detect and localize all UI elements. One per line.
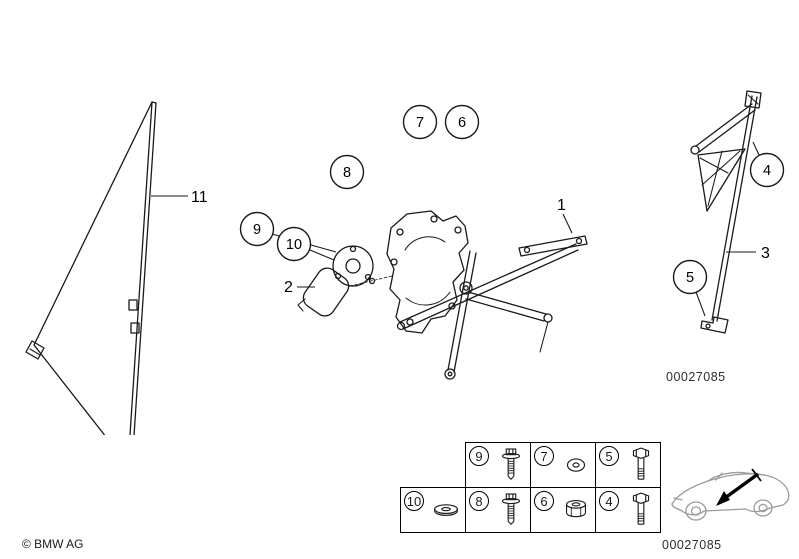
callout-7[interactable]: 7: [402, 104, 438, 140]
large-washer-icon: [429, 491, 463, 531]
legend-callout-10[interactable]: 10: [404, 491, 424, 511]
exploded-view-drawing: 00027085 11 2 1 3 7 6 8 9: [25, 90, 785, 435]
callout-5[interactable]: 5: [672, 259, 708, 295]
legend-cell-6: 6: [530, 487, 596, 533]
legend-cell-5: 5: [595, 442, 661, 488]
legend-callout-8[interactable]: 8: [469, 491, 489, 511]
legend-callout-9[interactable]: 9: [469, 446, 489, 466]
legend-callout-6[interactable]: 6: [534, 491, 554, 511]
part-number: 00027085: [662, 538, 722, 552]
glass-carrier-rail: [518, 235, 588, 257]
svg-text:10: 10: [286, 237, 302, 253]
car-orientation-icon: [671, 468, 790, 521]
direction-arrow-icon: [716, 468, 762, 506]
hex-bolt-icon: [624, 446, 658, 486]
leader-1: [562, 213, 573, 234]
legend-cell-8: 8: [465, 487, 531, 533]
callout-3[interactable]: 3: [761, 245, 770, 262]
rear-guide-rail: [690, 90, 762, 334]
fastener-legend: 9 7 5 10 8 6: [400, 442, 661, 533]
drawing-number: 00027085: [666, 370, 726, 384]
legend-cell-7: 7: [530, 442, 596, 488]
legend-cell-4: 4: [595, 487, 661, 533]
legend-callout-4[interactable]: 4: [599, 491, 619, 511]
hex-flange-screw-icon: [494, 446, 528, 486]
copyright: © BMW AG: [22, 537, 84, 551]
washer-icon: [559, 446, 593, 486]
legend-cell-9: 9: [465, 442, 531, 488]
quarter-window-glass: [25, 101, 157, 435]
legend-callout-5[interactable]: 5: [599, 446, 619, 466]
callout-8[interactable]: 8: [329, 154, 365, 190]
svg-text:6: 6: [458, 115, 466, 131]
leader-10: [309, 249, 335, 261]
hex-flange-screw-icon: [494, 491, 528, 531]
legend-callout-7[interactable]: 7: [534, 446, 554, 466]
leader-4: [752, 141, 760, 156]
hex-bolt-icon: [624, 491, 658, 531]
svg-text:4: 4: [763, 163, 771, 179]
legend-row-2: 10 8 6 4: [400, 487, 661, 533]
window-regulator-assembly: [386, 210, 588, 380]
callout-9[interactable]: 9: [239, 211, 275, 247]
legend-row-1: 9 7 5: [465, 442, 661, 488]
callout-6[interactable]: 6: [444, 104, 480, 140]
callout-10[interactable]: 10: [276, 226, 312, 262]
callout-11[interactable]: 11: [191, 189, 208, 206]
callout-2[interactable]: 2: [284, 279, 293, 296]
callout-4[interactable]: 4: [749, 152, 785, 188]
callout-1[interactable]: 1: [557, 197, 566, 214]
svg-text:9: 9: [253, 222, 261, 238]
flange-nut-icon: [559, 491, 593, 531]
legend-cell-10: 10: [400, 487, 466, 533]
leader-5: [695, 291, 706, 317]
svg-text:5: 5: [686, 270, 694, 286]
car-silhouette: [671, 471, 790, 521]
svg-text:8: 8: [343, 165, 351, 181]
window-motor: [297, 245, 393, 317]
svg-text:7: 7: [416, 115, 424, 131]
motor-mounting-plate: [386, 210, 469, 334]
